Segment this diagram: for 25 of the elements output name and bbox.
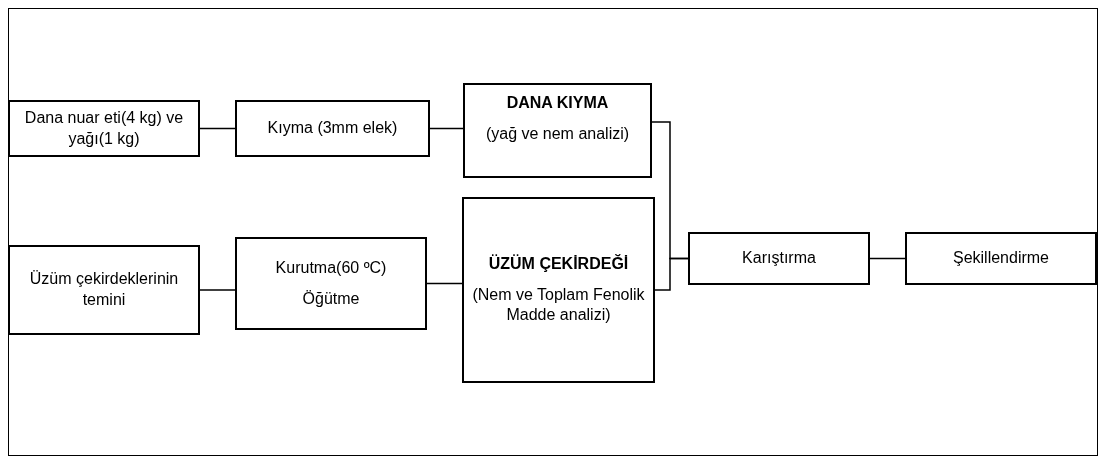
box-text: Dana nuar eti(4 kg) ve yağı(1 kg) (23, 107, 185, 149)
process-box (462, 197, 655, 383)
process-box (8, 100, 200, 157)
process-box (905, 232, 1097, 285)
process-box (235, 100, 430, 157)
connector-line (654, 257, 689, 291)
box-text: Kıyma (3mm elek) (267, 118, 398, 139)
connector-line (199, 289, 236, 291)
box-text: Şekillendirme (952, 248, 1049, 269)
connector-line (199, 127, 236, 130)
box-text: Karıştırma (742, 248, 816, 269)
box-text: Kurutma(60 ºC) (275, 257, 387, 278)
box-text: Üzüm çekirdeklerinin temini (28, 269, 180, 310)
connector-line (869, 257, 906, 260)
process-box (235, 237, 427, 330)
box-text: (Nem ve Toplam Fenolik Madde analizi) (471, 284, 646, 326)
box-text: (yağ ve nem analizi) (485, 123, 630, 144)
connector-line (426, 282, 463, 285)
process-box (463, 83, 652, 178)
process-box (8, 245, 200, 335)
box-heading: ÜZÜM ÇEKİRDEĞİ (488, 253, 629, 274)
connector-line (429, 127, 464, 130)
box-text: Öğütme (302, 288, 360, 309)
process-box (688, 232, 870, 285)
box-heading: DANA KIYMA (506, 93, 609, 113)
